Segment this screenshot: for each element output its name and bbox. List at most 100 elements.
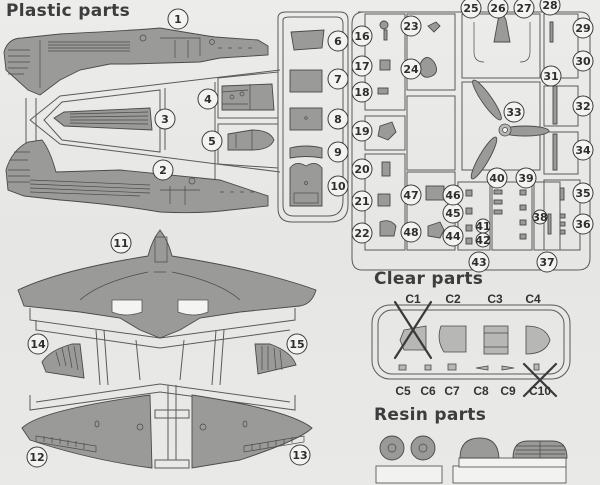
callout-part-45: 45	[442, 202, 464, 224]
callout-part-44: 44	[442, 225, 464, 247]
callout-circle	[460, 0, 482, 19]
callout-number: 8	[334, 113, 342, 126]
cross-mark-c1	[393, 300, 433, 360]
callout-number: 10	[330, 180, 346, 193]
callout-number: 22	[354, 227, 369, 240]
callout-circle	[572, 95, 594, 117]
callout-part-10: 10	[327, 175, 349, 197]
callout-circle	[539, 0, 561, 16]
callout-part-38: 38	[532, 209, 548, 225]
clear-parts-heading: Clear parts	[374, 269, 484, 289]
callout-circle	[503, 101, 525, 123]
callout-part-3: 3	[154, 108, 176, 130]
callout-circle	[351, 81, 373, 103]
callout-number: 45	[445, 207, 460, 220]
callout-part-24: 24	[400, 58, 422, 80]
callout-number: 11	[113, 237, 128, 250]
clear-part-label-c1: C1	[405, 292, 421, 306]
callout-number: 26	[490, 2, 506, 15]
callout-part-12: 12	[26, 446, 48, 468]
callout-number: 29	[575, 22, 590, 35]
callout-circle	[400, 221, 422, 243]
part-14-radiator-left	[41, 343, 85, 379]
clear-cross-marks	[393, 300, 558, 398]
tiny-parts	[465, 187, 566, 245]
clear-part-label-c3: C3	[487, 292, 503, 306]
callout-part-15: 15	[286, 333, 308, 355]
callout-circle	[351, 120, 373, 142]
callout-number: 34	[575, 144, 591, 157]
callout-circle	[327, 68, 349, 90]
clear-part-label-c6: C6	[420, 384, 436, 398]
callout-circle	[532, 209, 548, 225]
callout-number: 1	[174, 13, 182, 26]
callout-part-11: 11	[110, 232, 132, 254]
callout-number: 32	[575, 100, 590, 113]
callout-number: 41	[475, 220, 490, 233]
callout-number: 4	[204, 93, 212, 106]
callout-number: 18	[354, 86, 369, 99]
callout-circle	[486, 167, 508, 189]
callout-circle	[351, 222, 373, 244]
callout-part-37: 37	[536, 251, 558, 273]
callout-circle	[110, 232, 132, 254]
callout-number: 3	[161, 113, 169, 126]
callout-number: 6	[334, 35, 342, 48]
callout-number: 25	[463, 2, 478, 15]
callout-circle	[327, 30, 349, 52]
callout-circle	[327, 141, 349, 163]
callout-part-32: 32	[572, 95, 594, 117]
callout-circle	[468, 251, 490, 273]
callout-number: 38	[532, 211, 547, 224]
callout-part-14: 14	[27, 333, 49, 355]
callout-part-22: 22	[351, 222, 373, 244]
callout-circle	[442, 225, 464, 247]
callout-number: 31	[543, 70, 558, 83]
callout-circle	[351, 25, 373, 47]
callout-number: 43	[471, 256, 486, 269]
callout-circle	[201, 130, 223, 152]
callout-part-8: 8	[327, 108, 349, 130]
clear-part-shapes	[398, 325, 551, 371]
callout-number: 17	[354, 60, 369, 73]
sprue-frame-small-parts	[351, 11, 591, 271]
callout-number: 44	[445, 230, 461, 243]
callout-circle	[27, 333, 49, 355]
callout-part-23: 23	[400, 15, 422, 37]
sprue-frame-clear	[371, 304, 571, 380]
callout-part-4: 4	[197, 88, 219, 110]
callout-circle	[351, 158, 373, 180]
part-2-fuselage-right	[5, 139, 269, 214]
part-13-wing-right	[191, 394, 313, 469]
callout-circle	[572, 50, 594, 72]
callout-circle	[197, 88, 219, 110]
callout-number: 35	[575, 187, 590, 200]
resin-parts-shapes	[375, 435, 568, 484]
callout-number: 12	[29, 451, 44, 464]
callout-part-47: 47	[400, 184, 422, 206]
callout-number: 36	[575, 218, 591, 231]
clear-part-label-c4: C4	[525, 292, 541, 306]
callout-circle	[327, 175, 349, 197]
callout-part-9: 9	[327, 141, 349, 163]
part-4-cockpit-floor	[221, 83, 275, 111]
callout-circle	[572, 213, 594, 235]
callout-circle	[286, 333, 308, 355]
callout-circle	[572, 182, 594, 204]
callout-number: 47	[403, 189, 418, 202]
callout-number: 7	[334, 73, 342, 86]
callout-circle	[515, 167, 537, 189]
callout-part-1: 1	[167, 8, 189, 30]
callout-circle	[572, 139, 594, 161]
part-5-seat	[227, 129, 275, 151]
callout-circle	[167, 8, 189, 30]
callout-number: 13	[292, 449, 307, 462]
callout-number: 28	[542, 0, 557, 12]
clear-part-label-c10: C10	[529, 384, 551, 398]
callout-circle	[351, 55, 373, 77]
callout-number: 9	[334, 146, 342, 159]
callout-number: 20	[354, 163, 370, 176]
callout-part-19: 19	[351, 120, 373, 142]
